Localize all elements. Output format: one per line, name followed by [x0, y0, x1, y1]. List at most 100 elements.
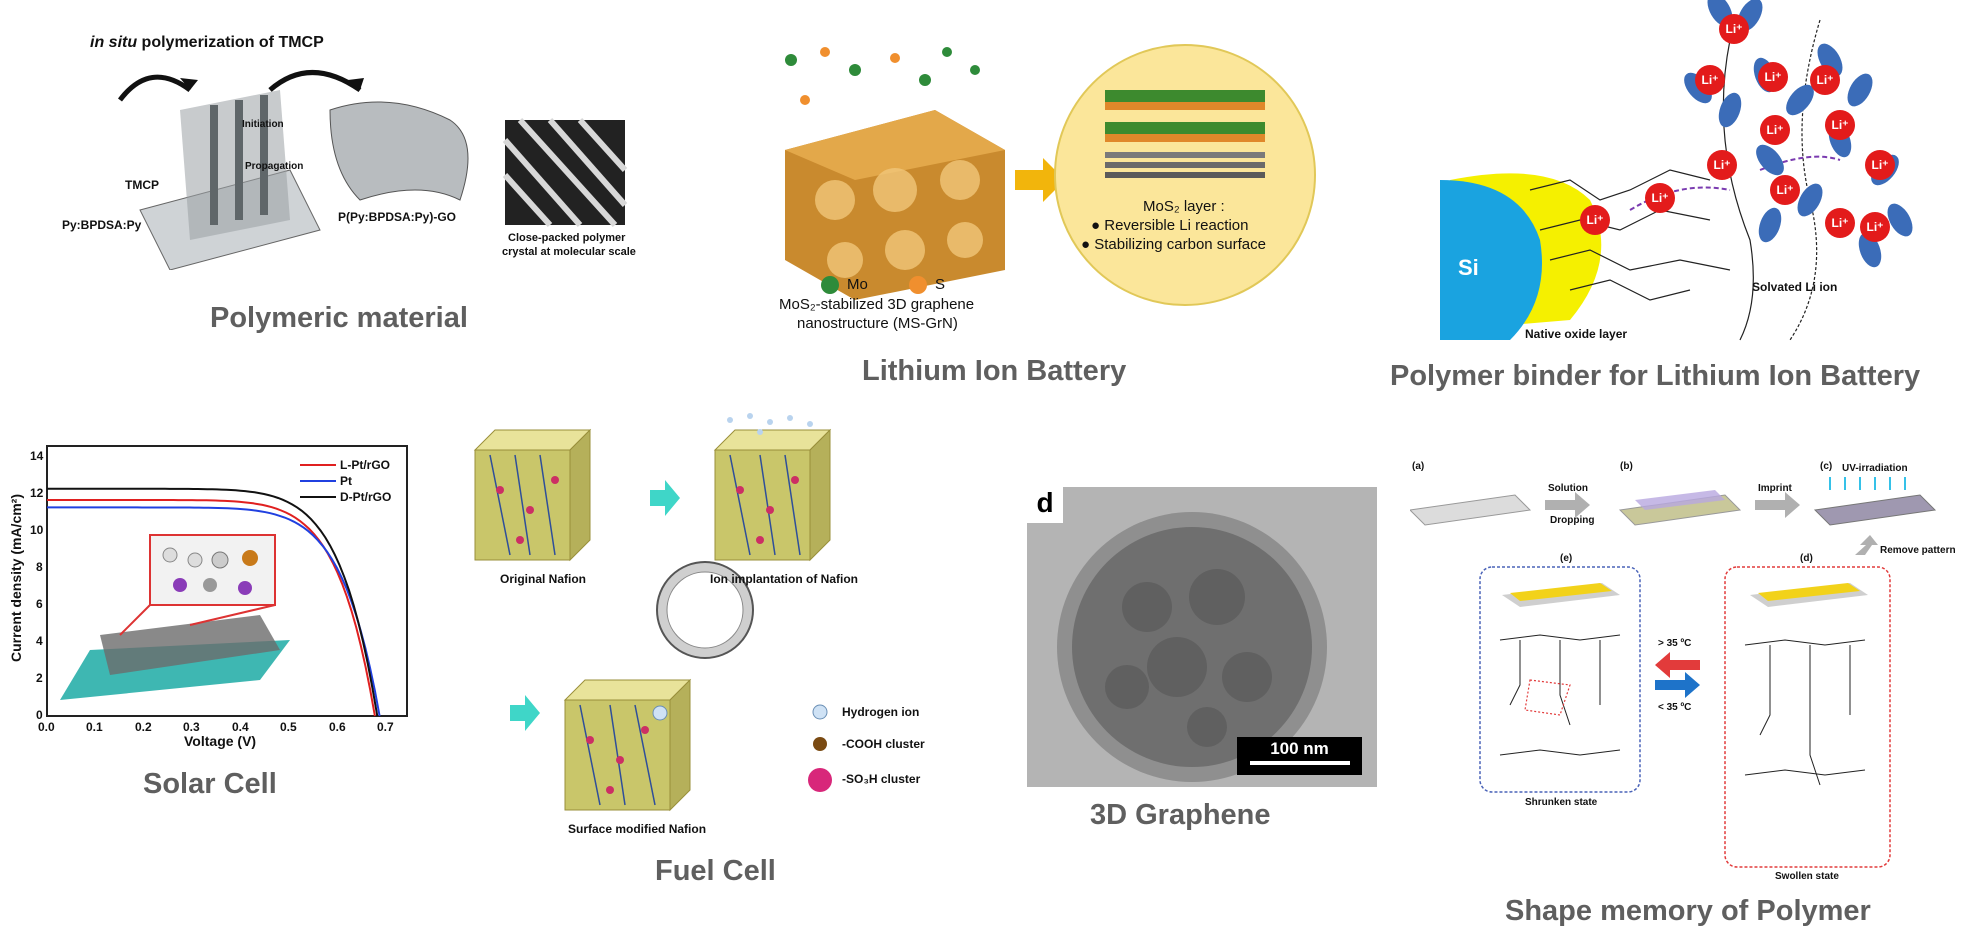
jv-curve [47, 506, 381, 717]
li-ion: Li⁺ [1770, 175, 1800, 205]
jv-chart [46, 445, 408, 717]
y-tick: 0 [36, 708, 43, 722]
tmcp-label: TMCP [125, 178, 159, 192]
step-d-label: (d) [1800, 553, 1813, 564]
y-tick: 12 [30, 486, 44, 500]
mos2-bullet-2: ● Stabilizing carbon surface [1081, 236, 1266, 253]
x-tick: 0.7 [377, 720, 394, 734]
legend-s: S [935, 276, 946, 293]
li-ion: Li⁺ [1707, 150, 1737, 180]
nafion-diagram [473, 413, 832, 812]
lib-desc-2: nanostructure (MS-GrN) [797, 315, 958, 332]
y-tick: 2 [36, 671, 43, 685]
y-tick: 10 [30, 523, 44, 537]
crystal-label-2: crystal at molecular scale [502, 246, 636, 258]
monomer-label: Py:BPDSA:Py [62, 218, 142, 232]
si-label: Si [1458, 255, 1479, 280]
li-ion: Li⁺ [1758, 62, 1788, 92]
x-tick: 0.1 [86, 720, 103, 734]
fuel-legend-icons [808, 704, 832, 792]
remove-pattern-label: Remove pattern [1880, 545, 1956, 556]
step-b-label: (b) [1620, 461, 1633, 472]
y-tick: 6 [36, 597, 43, 611]
x-tick: 0.0 [38, 720, 55, 734]
caption-solar: Solar Cell [143, 768, 277, 800]
caption-fuel: Fuel Cell [655, 855, 776, 887]
gt35-label: > 35 ºC [1658, 638, 1692, 649]
scale-bar-label: 100 nm [1270, 739, 1329, 758]
li-ion: Li⁺ [1760, 115, 1790, 145]
caption-lithium: Lithium Ion Battery [862, 355, 1127, 387]
legend-mo: Mo [847, 276, 868, 293]
caption-shape: Shape memory of Polymer [1505, 895, 1871, 927]
caption-binder: Polymer binder for Lithium Ion Battery [1390, 360, 1921, 392]
binder-diagram [1440, 0, 1913, 341]
legend-hydrogen: Hydrogen ion [842, 705, 920, 719]
li-ion: Li⁺ [1719, 14, 1749, 44]
y-tick: 8 [36, 560, 43, 574]
shrunken-label: Shrunken state [1525, 797, 1598, 808]
panel-letter-d: d [1027, 487, 1063, 523]
propagation-label: Propagation [245, 161, 304, 172]
caption-graphene: 3D Graphene [1090, 799, 1271, 831]
solar-panel: Current density (mA/cm²) Voltage (V) L-P… [0, 440, 420, 750]
shape-memory-diagram [1410, 477, 1937, 868]
fuel-panel: Original Nafion Ion implantation of Nafi… [470, 410, 970, 850]
binder-panel: Li⁺ Li⁺ Li⁺ Li⁺ Li⁺ Li⁺ Li⁺ Li⁺ Li⁺ Li⁺ … [1430, 0, 1964, 345]
legend-l-pt: L-Pt/rGO [340, 458, 390, 472]
x-tick: 0.6 [329, 720, 346, 734]
initiation-label: Initiation [242, 119, 284, 130]
original-nafion-label: Original Nafion [500, 572, 587, 586]
jv-series [47, 464, 381, 717]
scale-bar-line [1249, 761, 1350, 765]
step-c-label: (c) [1820, 461, 1833, 472]
uv-label: UV-irradiation [1842, 463, 1908, 474]
product-label: P(Py:BPDSA:Py)-GO [338, 210, 457, 224]
legend-so3h: -SO₃H cluster [842, 772, 921, 786]
li-ion: Li⁺ [1580, 205, 1610, 235]
x-tick: 0.5 [280, 720, 297, 734]
legend-cooh: -COOH cluster [842, 737, 925, 751]
ion-implant-label: Ion implantation of Nafion [710, 572, 858, 586]
li-ion: Li⁺ [1810, 65, 1840, 95]
polymeric-panel: in situ polymerization of TMCP Initiatio… [60, 20, 680, 340]
surface-modified-label: Surface modified Nafion [568, 822, 707, 836]
mos2-layer-title: MoS₂ layer : [1143, 198, 1225, 215]
x-axis-label: Voltage (V) [184, 733, 257, 749]
solution-label: Solution [1548, 483, 1588, 494]
caption-polymeric: Polymeric material [210, 302, 468, 334]
scale-bar-box: 100 nm [1237, 737, 1362, 775]
polymeric-title: in situ polymerization of TMCP [90, 34, 324, 51]
lib-panel: Mo S MoS₂-stabilized 3D graphene nanostr… [775, 40, 1335, 340]
lib-desc-1: MoS₂-stabilized 3D graphene [779, 296, 975, 313]
polymerization-diagram [118, 70, 628, 270]
y-tick: 4 [36, 634, 43, 648]
x-tick: 0.2 [135, 720, 152, 734]
jv-curve [47, 499, 376, 717]
shape-panel: (a) (b) (c) Solution Dropping Imprint UV… [1410, 455, 1964, 882]
step-e-label: (e) [1560, 553, 1573, 564]
li-ion: Li⁺ [1695, 65, 1725, 95]
tem-particle [1057, 512, 1327, 782]
step-a-label: (a) [1412, 461, 1425, 472]
li-ion: Li⁺ [1865, 150, 1895, 180]
li-ion: Li⁺ [1860, 212, 1890, 242]
lt35-label: < 35 ºC [1658, 702, 1692, 713]
li-ion: Li⁺ [1825, 208, 1855, 238]
y-tick: 14 [30, 449, 44, 463]
solvated-label: Solvated Li ion [1752, 280, 1838, 294]
li-ion: Li⁺ [1825, 110, 1855, 140]
dropping-label: Dropping [1550, 515, 1595, 526]
legend-d-pt: D-Pt/rGO [340, 490, 392, 504]
graphene-nanostructure [785, 44, 1316, 306]
jv-curve [47, 487, 379, 717]
imprint-label: Imprint [1758, 483, 1792, 494]
graphene-tem-image: d 100 nm [1027, 487, 1377, 787]
x-tick: 0.4 [232, 720, 249, 734]
swollen-label: Swollen state [1775, 871, 1839, 882]
mos2-bullet-1: ● Reversible Li reaction [1091, 217, 1249, 234]
y-axis-label: Current density (mA/cm²) [8, 493, 24, 663]
crystal-label-1: Close-packed polymer [508, 232, 626, 244]
legend-pt: Pt [340, 474, 352, 488]
x-tick: 0.3 [183, 720, 200, 734]
